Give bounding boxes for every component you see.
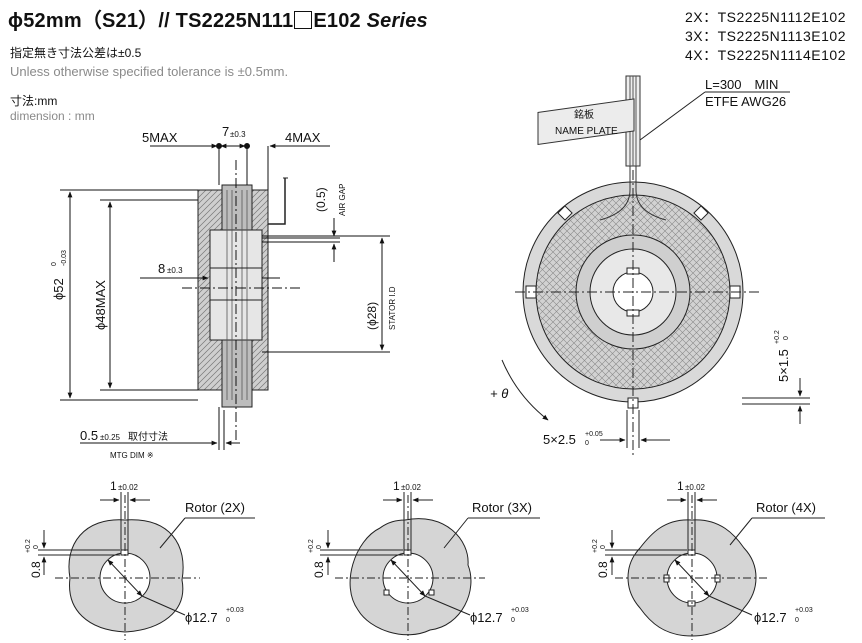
lead-wire: ETFE AWG26 bbox=[705, 94, 786, 109]
stator-id-label: STATOR I.D bbox=[388, 286, 397, 330]
rotor-3x-bore-lower: 0 bbox=[511, 617, 515, 624]
nameplate-en: NAME PLATE bbox=[555, 126, 618, 137]
theta-label: + θ bbox=[490, 386, 508, 401]
rotor-2x-key-width-tol: ±0.02 bbox=[118, 483, 139, 492]
rotor-4x-key-depth-upper: +0.2 bbox=[592, 539, 599, 553]
mtg-dim-label: MTG DIM ※ bbox=[110, 451, 154, 460]
tolerance-note-jp: 指定無き寸法公差は±0.5 bbox=[10, 46, 142, 60]
dim-7-tol: ±0.3 bbox=[230, 130, 246, 139]
mtg-dim-value: 0.5 bbox=[80, 428, 98, 443]
rotor-3x-key-width-tol: ±0.02 bbox=[401, 483, 422, 492]
mtg-dim-tol: ±0.25 bbox=[100, 433, 121, 442]
rotor-2x-key-depth-lower: 0 bbox=[33, 545, 40, 549]
slot-v-lower: 0 bbox=[783, 336, 790, 340]
dim-phi48max: ϕ48MAX bbox=[93, 280, 108, 330]
page-title: ϕ52mm（S21）// TS2225N111 E102 Series bbox=[8, 4, 428, 33]
rotor-2x-bore: ϕ12.7 bbox=[185, 610, 218, 625]
name-plate: 銘板 NAME PLATE bbox=[537, 98, 635, 145]
rotor-4x: 1 ±0.02 0.8 +0.2 0 Rotor (4X) ϕ12.7 +0.0… bbox=[592, 479, 825, 640]
dim-phi52: ϕ52 bbox=[51, 278, 66, 300]
rotor-2x-label: Rotor (2X) bbox=[185, 500, 245, 515]
dim-7: 7 bbox=[222, 124, 229, 139]
rotor-3x: 1 ±0.02 0.8 +0.2 0 Rotor (3X) ϕ12.7 +0.0… bbox=[308, 479, 540, 640]
title-main: ϕ52mm（S21）// TS2225N111 bbox=[8, 10, 294, 32]
rotor-4x-bore-upper: +0.03 bbox=[795, 607, 813, 614]
slot-h-lower: 0 bbox=[585, 440, 589, 447]
rotor-3x-key-depth-lower: 0 bbox=[316, 545, 323, 549]
mtg-dim-jp: 取付寸法 bbox=[128, 430, 168, 443]
rotor-3x-key-width: 1 bbox=[393, 479, 400, 493]
rotor-4x-key-depth-lower: 0 bbox=[600, 545, 607, 549]
title-placeholder-box bbox=[294, 11, 313, 29]
title-tail: E102 bbox=[313, 10, 361, 32]
front-view-labels: L=300 MIN ETFE AWG26 + θ 5×1.5 +0.2 0 5×… bbox=[490, 77, 791, 447]
rotor-4x-key-width: 1 bbox=[677, 479, 684, 493]
rotor-4x-bore: ϕ12.7 bbox=[754, 610, 787, 625]
rotor-2x-bore-upper: +0.03 bbox=[226, 607, 244, 614]
slot-h-upper: +0.05 bbox=[585, 431, 603, 438]
dim-8: 8 bbox=[158, 261, 165, 276]
slot-v-dim: 5×1.5 bbox=[776, 349, 791, 382]
title-series: Series bbox=[366, 10, 428, 32]
dim-5max: 5MAX bbox=[142, 130, 178, 145]
rotor-3x-bore: ϕ12.7 bbox=[470, 610, 503, 625]
lead-length: L=300 MIN bbox=[705, 77, 778, 92]
rotor-2x-key-depth-upper: +0.2 bbox=[25, 539, 32, 553]
model-4x: 4X：TS2225N1114E102 bbox=[684, 47, 846, 63]
dim-8-tol: ±0.3 bbox=[167, 266, 183, 275]
air-gap-label: AIR GAP bbox=[338, 184, 347, 216]
side-view-labels: 5MAX 7 ±0.3 4MAX (0.5) AIR GAP ϕ52 0 -0.… bbox=[51, 124, 397, 460]
stator-id-value: (ϕ28) bbox=[365, 302, 379, 330]
dimension-note-jp: 寸法:mm bbox=[10, 94, 58, 108]
dim-phi52-tol-lower: -0.03 bbox=[61, 250, 68, 266]
dim-4max: 4MAX bbox=[285, 130, 321, 145]
rotor-3x-label: Rotor (3X) bbox=[472, 500, 532, 515]
model-3x: 3X：TS2225N1113E102 bbox=[684, 28, 846, 44]
rotor-3x-key-depth-upper: +0.2 bbox=[308, 539, 315, 553]
air-gap-value: (0.5) bbox=[314, 187, 328, 212]
rotor-2x-key-depth: 0.8 bbox=[29, 561, 43, 578]
rotor-2x-key-width: 1 bbox=[110, 479, 117, 493]
rotor-3x-bore-upper: +0.03 bbox=[511, 607, 529, 614]
dimension-note-en: dimension : mm bbox=[10, 109, 95, 123]
rotor-4x-key-depth: 0.8 bbox=[596, 561, 610, 578]
model-list: 2X：TS2225N1112E102 3X：TS2225N1113E102 4X… bbox=[685, 8, 846, 65]
tolerance-note-en: Unless otherwise specified tolerance is … bbox=[10, 64, 289, 79]
rotor-4x-bore-lower: 0 bbox=[795, 617, 799, 624]
slot-v-upper: +0.2 bbox=[774, 330, 781, 344]
rotor-4x-key-width-tol: ±0.02 bbox=[685, 483, 706, 492]
rotor-3x-key-depth: 0.8 bbox=[312, 561, 326, 578]
rotor-2x: 1 ±0.02 0.8 +0.2 0 Rotor (2X) ϕ12.7 +0.0… bbox=[25, 479, 255, 640]
rotor-2x-bore-lower: 0 bbox=[226, 617, 230, 624]
model-2x: 2X：TS2225N1112E102 bbox=[684, 9, 846, 25]
stator-bore bbox=[209, 229, 263, 341]
nameplate-jp: 銘板 bbox=[574, 108, 594, 121]
dim-phi52-tol-upper: 0 bbox=[51, 262, 58, 266]
side-view bbox=[60, 143, 390, 450]
rotor-4x-label: Rotor (4X) bbox=[756, 500, 816, 515]
slot-h-dim: 5×2.5 bbox=[543, 432, 576, 447]
